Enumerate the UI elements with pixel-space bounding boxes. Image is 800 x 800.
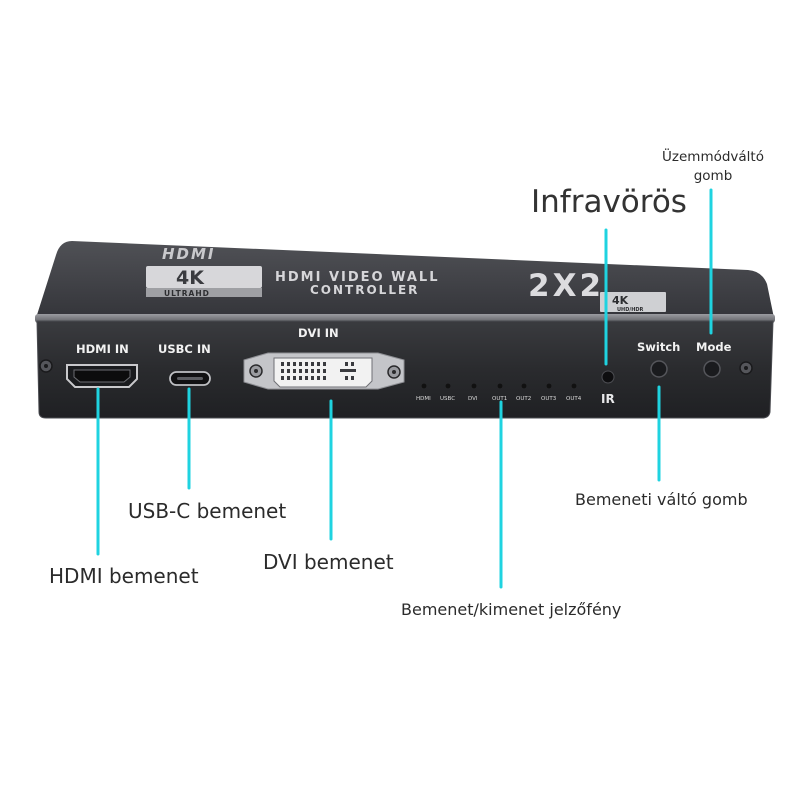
led-hdmi — [421, 383, 427, 389]
model-number: 2X2 — [528, 268, 604, 304]
usbc-port — [169, 371, 211, 386]
callout-indicator-light: Bemenet/kimenet jelzőfény — [401, 600, 622, 619]
led-label-usbc: USBC — [440, 396, 455, 402]
led-label-dvi: DVI — [468, 396, 478, 402]
mode-label: Mode — [696, 340, 732, 354]
usbc-in-label: USBC IN — [158, 342, 211, 356]
svg-text:4K: 4K — [612, 294, 629, 307]
product-title-line2: CONTROLLER — [310, 283, 419, 297]
callout-dvi-input: DVI bemenet — [263, 550, 394, 574]
led-dvi — [471, 383, 477, 389]
led-usbc — [445, 383, 451, 389]
device-front-panel — [36, 320, 774, 419]
ir-sensor: IR — [601, 370, 615, 406]
hdmi-port — [66, 364, 138, 388]
badge-4k: 4K ULTRAHD — [146, 266, 262, 298]
led-label-out2: OUT2 — [516, 396, 531, 402]
product-title-line1: HDMI VIDEO WALL — [275, 270, 440, 285]
svg-text:ULTRAHD: ULTRAHD — [164, 289, 210, 298]
svg-text:4K: 4K — [176, 267, 205, 289]
switch-label: Switch — [637, 340, 680, 354]
small-4k-badge: 4K UHD/HDR — [600, 292, 666, 313]
led-label-hdmi: HDMI — [416, 396, 431, 402]
svg-text:UHD/HDR: UHD/HDR — [617, 307, 644, 313]
callout-lines — [96, 188, 713, 589]
callout-hdmi-input: HDMI bemenet — [49, 564, 199, 588]
screw-left — [39, 359, 53, 373]
led-label-out3: OUT3 — [541, 396, 557, 402]
led-out2 — [521, 383, 527, 389]
led-label-out1: OUT1 — [492, 396, 507, 402]
hdmi-in-label: HDMI IN — [76, 342, 129, 356]
led-label-out4: OUT4 — [566, 396, 582, 402]
led-out1 — [497, 383, 503, 389]
dvi-port — [243, 352, 405, 390]
mode-button[interactable] — [703, 360, 721, 378]
callout-mode-button: Üzemmódváltó gomb — [662, 149, 764, 184]
callout-infrared: Infravörös — [531, 184, 687, 220]
led-out3 — [546, 383, 552, 389]
callout-switch-button: Bemeneti váltó gomb — [575, 490, 748, 509]
device-top-surface — [36, 241, 774, 318]
switch-button[interactable] — [650, 360, 668, 378]
callout-usbc-input: USB-C bemenet — [128, 499, 287, 523]
led-indicators: HDMI USBC DVI OUT1 OUT2 OUT3 OUT4 — [416, 383, 582, 402]
led-out4 — [571, 383, 577, 389]
dvi-in-label: DVI IN — [298, 326, 339, 340]
ir-label: IR — [601, 392, 615, 406]
screw-right — [739, 361, 753, 375]
brand-logo: HDMI — [162, 245, 216, 263]
